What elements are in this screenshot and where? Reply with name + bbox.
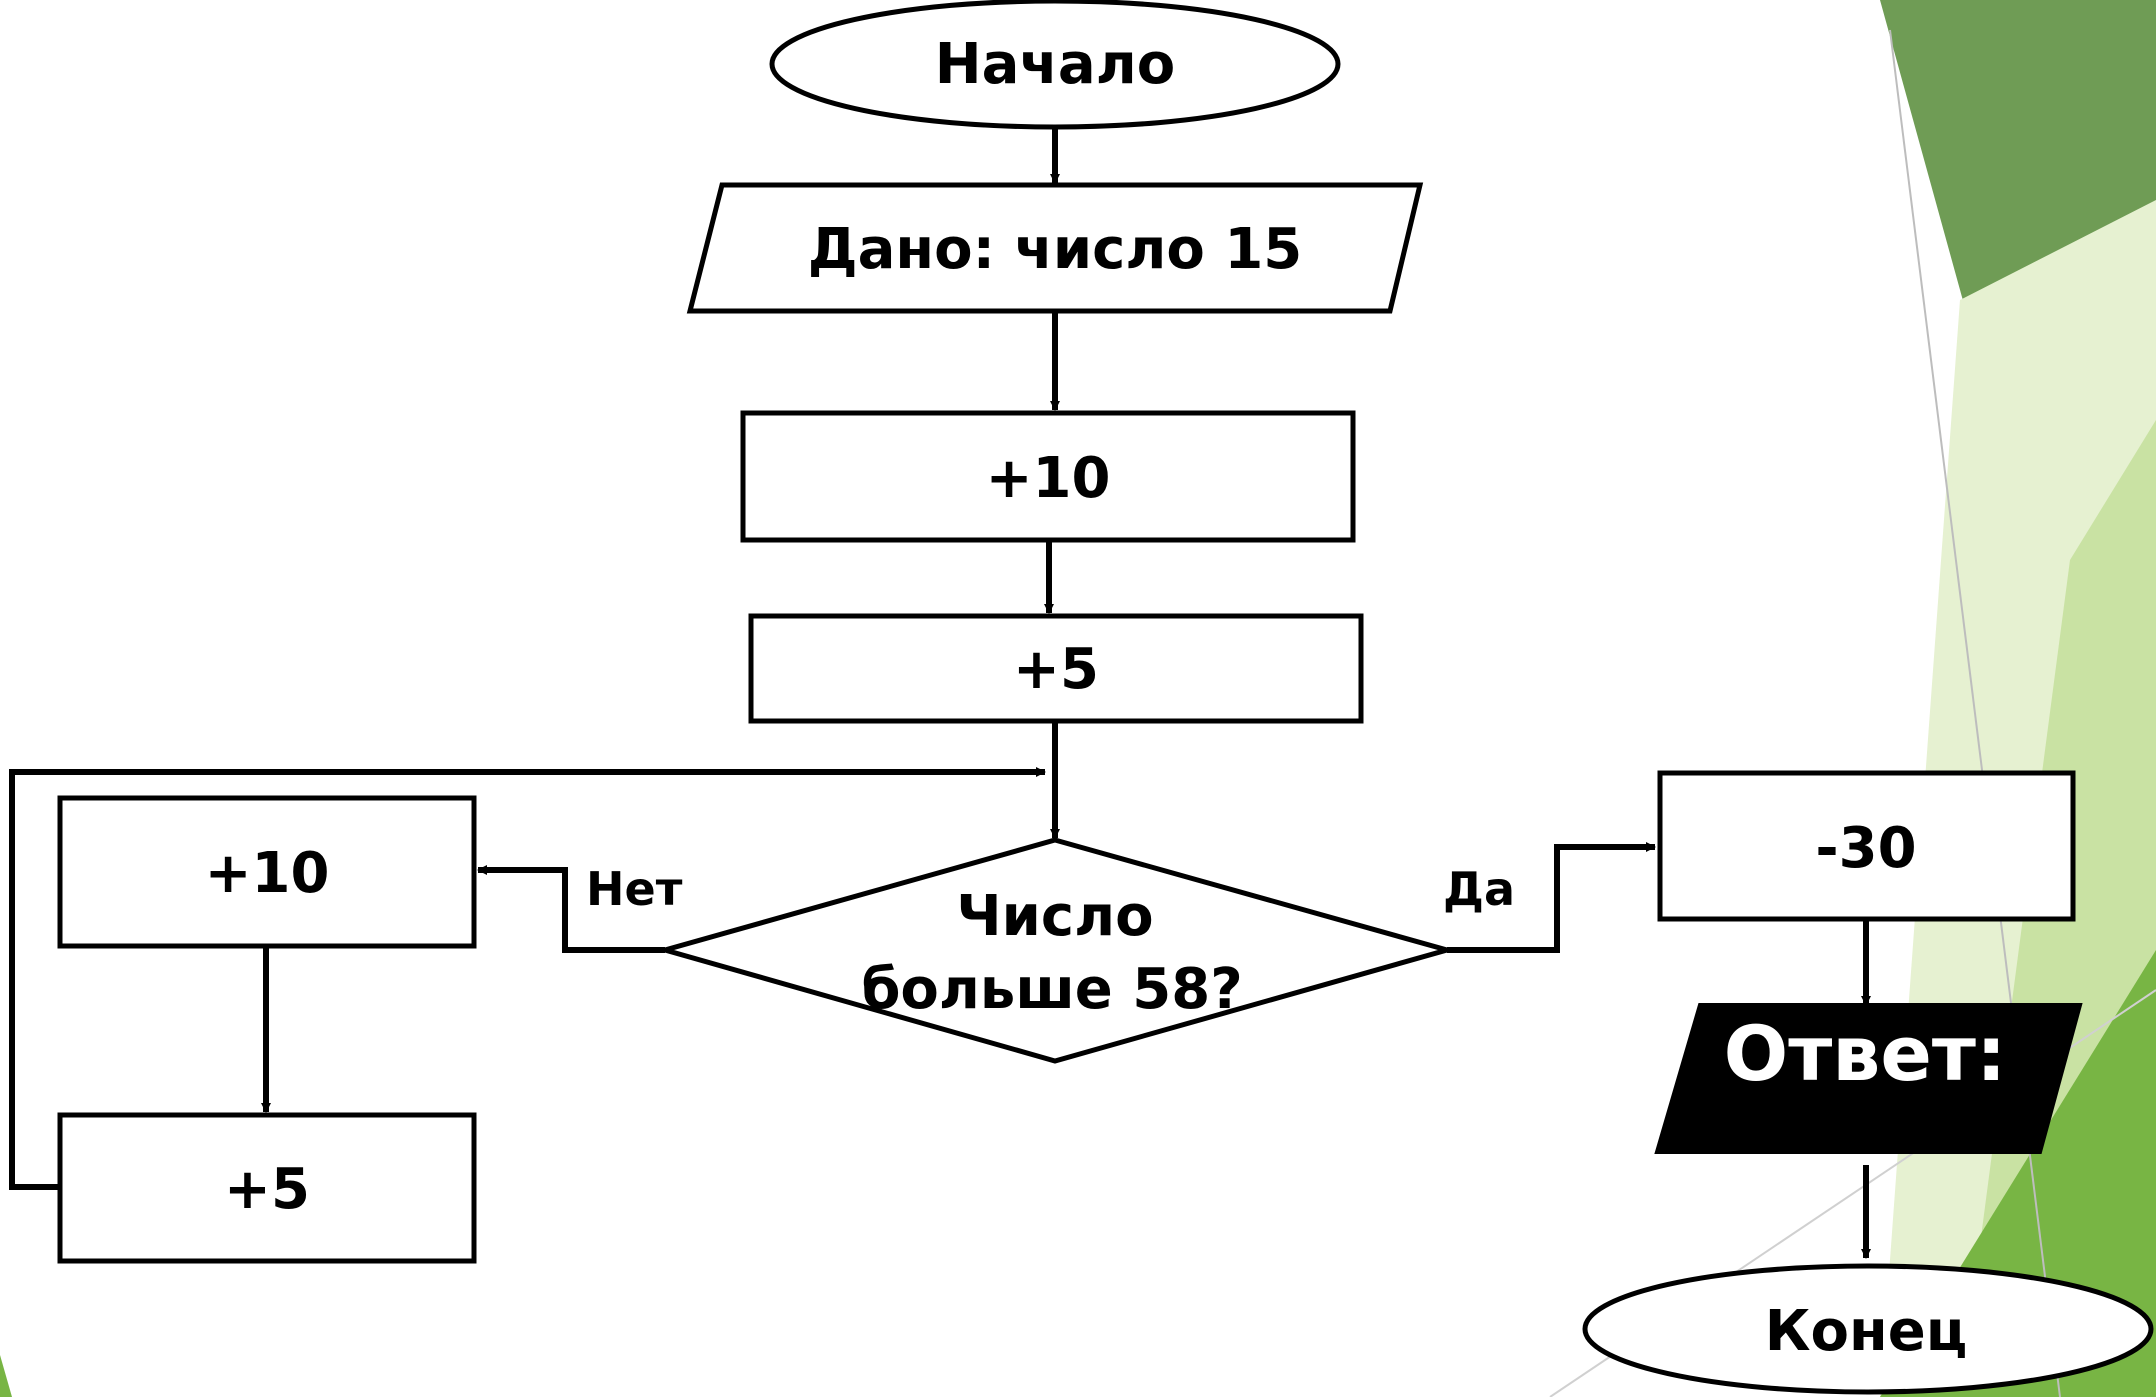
arrow-decision-yes-to-minus30 (1447, 842, 1656, 953)
theme-left-corner (0, 1355, 12, 1397)
start-node: Начало (769, 0, 1341, 130)
no-branch-label: Нет (586, 862, 683, 916)
loop-step1-box (57, 795, 477, 949)
decision-diamond (655, 837, 1457, 1064)
input-parallelogram (686, 182, 1424, 314)
end-node: Конец (1582, 1263, 2154, 1395)
loop-step1-label: +10 (205, 841, 330, 906)
step2-box (748, 613, 1364, 724)
output-label: Ответ: (1724, 1009, 2007, 1098)
loop-step2-label: +5 (224, 1157, 310, 1222)
yes-step-label: -30 (1815, 816, 1916, 881)
decision-label-line1: Число (956, 884, 1153, 949)
input-node: Дано: число 15 (686, 182, 1424, 314)
step1-node: +10 (740, 410, 1356, 543)
end-ellipse (1582, 1263, 2154, 1395)
start-label: Начало (935, 32, 1175, 97)
step2-label: +5 (1013, 637, 1099, 702)
output-parallelogram (1654, 1003, 2083, 1154)
yes-branch-label: Да (1443, 862, 1515, 916)
input-label: Дано: число 15 (808, 217, 1303, 282)
loop-step2-box (57, 1112, 477, 1264)
step2-node: +5 (748, 613, 1364, 724)
connectors (9, 127, 1871, 1259)
loop-back-line (9, 767, 1046, 1190)
yes-step-box (1657, 770, 2076, 922)
yes-step-node: -30 (1657, 770, 2076, 922)
arrow-decision-no-to-loop (477, 865, 665, 953)
output-node: Ответ: (1654, 1003, 2083, 1154)
end-label: Конец (1765, 1299, 1967, 1364)
decision-node: Число больше 58? (655, 837, 1457, 1064)
start-ellipse (769, 0, 1341, 130)
decision-label-line2: больше 58? (861, 957, 1242, 1022)
loop-step2-node: +5 (57, 1112, 477, 1264)
loop-step1-node: +10 (57, 795, 477, 949)
step1-box (740, 410, 1356, 543)
theme-thin-line (1889, 29, 2061, 1397)
step1-label: +10 (986, 446, 1111, 511)
